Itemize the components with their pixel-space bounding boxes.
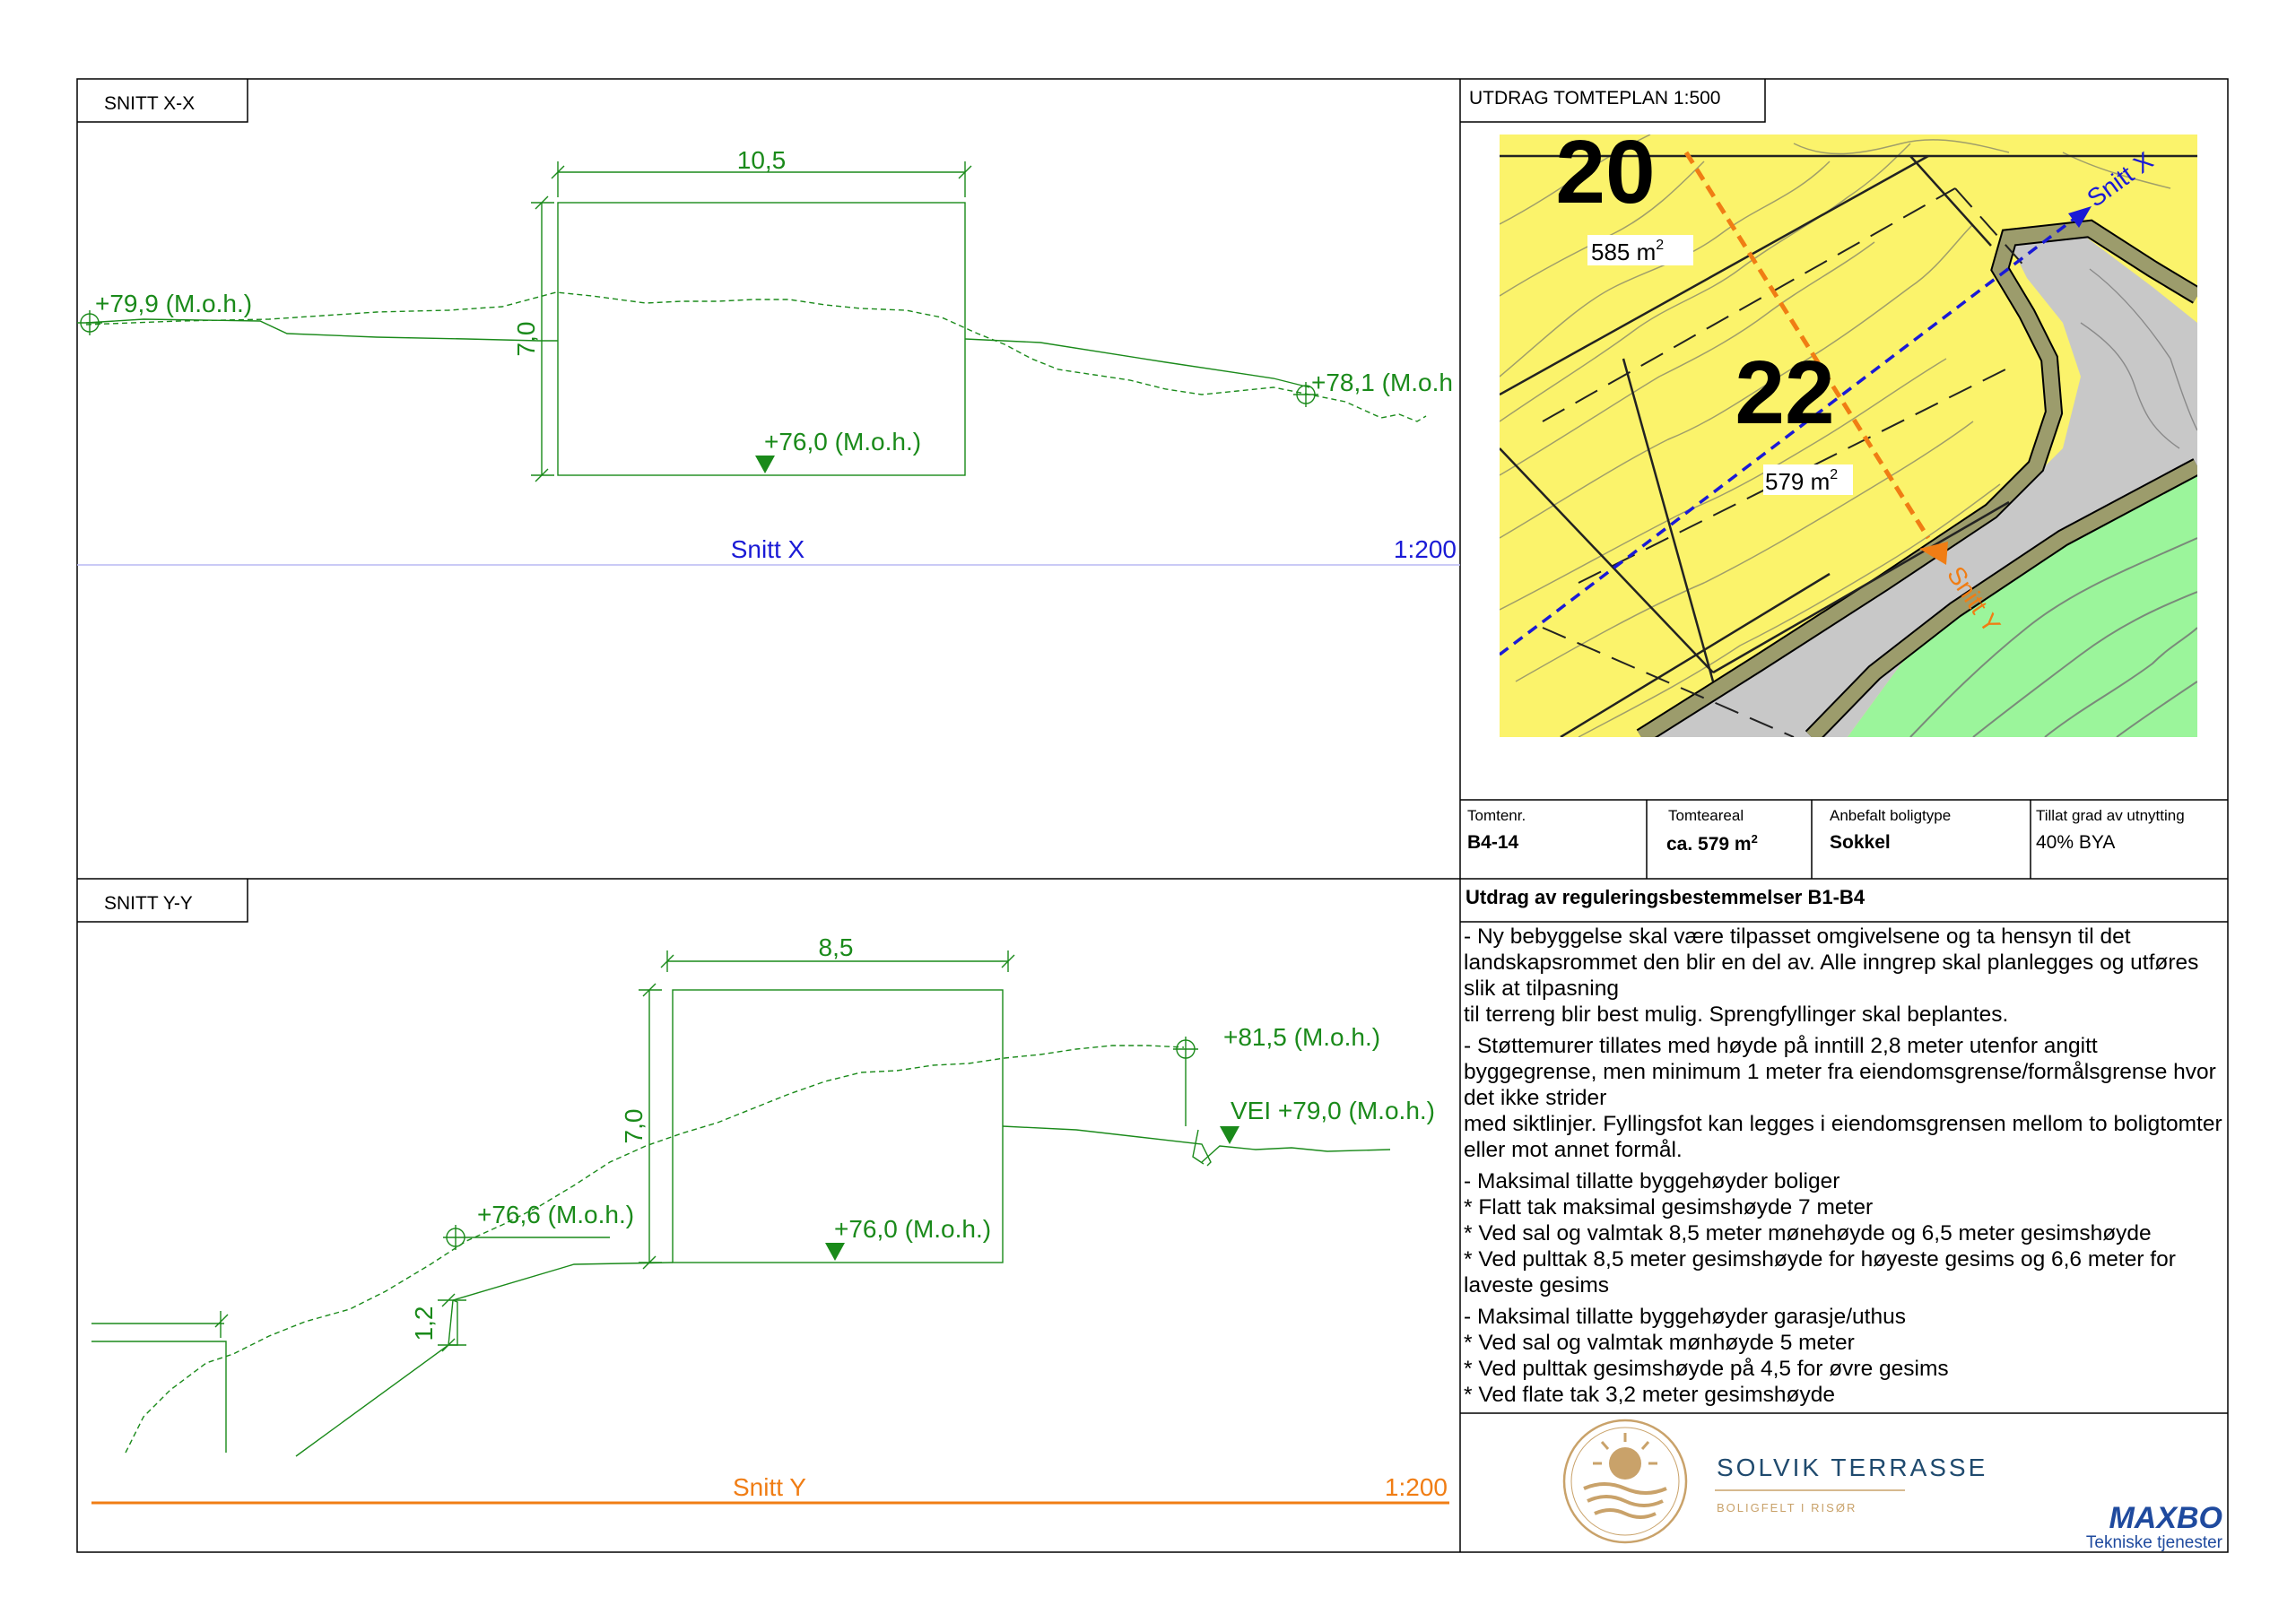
section-y-scale: 1:200 [1385,1473,1448,1501]
plot-number-main: 22 [1735,343,1834,443]
regulation-paragraph: - Ny bebyggelse skal være tilpasset omgi… [1464,924,2199,1027]
header-plot-area: Tomteareal [1668,807,1744,824]
section-y-title: SNITT Y-Y [104,893,193,914]
project-subtitle: BOLIGFELT I RISØR [1717,1501,1857,1515]
green-area [1848,466,2197,737]
value-house-type: Sokkel [1830,832,1891,853]
value-plot-no: B4-14 [1467,832,1519,853]
section-x-floor-level: +76,0 (M.o.h.) [764,428,921,456]
section-y-level-road: VEI +79,0 (M.o.h.) [1231,1097,1435,1124]
regulations-text: - Ny bebyggelse skal være tilpasset omgi… [1464,924,2224,1413]
section-x-level-left: +79,9 (M.o.h.) [95,290,252,317]
snitt-y-arrow [1919,542,1948,565]
snitt-y-line [1683,151,1931,540]
header-plot-no: Tomtenr. [1467,807,1526,824]
section-x-scale: 1:200 [1394,535,1457,563]
regulation-paragraph: - Maksimal tillatte byggehøyder garasje/… [1464,1305,1949,1407]
header-utilization: Tillat grad av utnytting [2036,807,2185,824]
maxbo-name: MAXBO [2109,1501,2222,1535]
section-y-wall-dim: 1,2 [410,1306,438,1341]
section-y-width-dim: 8,5 [819,933,854,961]
site-plan-title: UTDRAG TOMTEPLAN 1:500 [1469,88,1721,108]
regulations-title: Utdrag av reguleringsbestemmelser B1-B4 [1465,886,1866,908]
section-x-width-dim: 10,5 [737,146,787,174]
section-y-height-dim: 7,0 [620,1109,648,1144]
snitt-x-line [1500,213,2081,656]
value-plot-area: ca. 579 m2 [1666,832,1758,855]
section-y-floor-level: +76,0 (M.o.h.) [834,1215,991,1243]
section-x-title: SNITT X-X [104,93,196,114]
project-name: SOLVIK TERRASSE [1717,1454,1987,1481]
plot-number-top: 20 [1555,122,1655,222]
area-label-main: 579 m2 [1765,467,1838,495]
section-y-line-label: Snitt Y [733,1473,806,1501]
maxbo-logo: MAXBO Tekniske tjenester [2086,1501,2223,1552]
snitt-x-arrow [2068,206,2092,228]
section-x-floor-marker [755,456,775,473]
section-x-line-label: Snitt X [731,535,805,563]
header-house-type: Anbefalt boligtype [1830,807,1952,824]
site-plan-map: 20 22 585 m2 579 m2 Snitt X Snitt Y [1500,122,2197,737]
area-label-top: 585 m2 [1591,238,1664,265]
section-y-level-top: +81,5 (M.o.h.) [1223,1023,1380,1051]
regulation-paragraph: - Maksimal tillatte byggehøyder boliger … [1464,1169,2176,1298]
regulation-paragraph: - Støttemurer tillates med høyde på innt… [1464,1034,2222,1162]
section-y-drawing [91,950,1391,1457]
section-x-height-dim: 7,0 [512,322,540,357]
section-x-drawing [77,161,1427,482]
section-y-floor-marker [825,1243,845,1261]
section-y-level-left: +76,6 (M.o.h.) [477,1201,634,1228]
section-x-level-right: +78,1 (M.o.h [1311,369,1453,396]
solvik-logo [1562,1419,1688,1544]
section-y-road-marker [1220,1126,1239,1144]
maxbo-subtitle: Tekniske tjenester [2086,1533,2223,1552]
sheet-frame [76,78,2229,1553]
value-utilization: 40% BYA [2036,832,2116,853]
